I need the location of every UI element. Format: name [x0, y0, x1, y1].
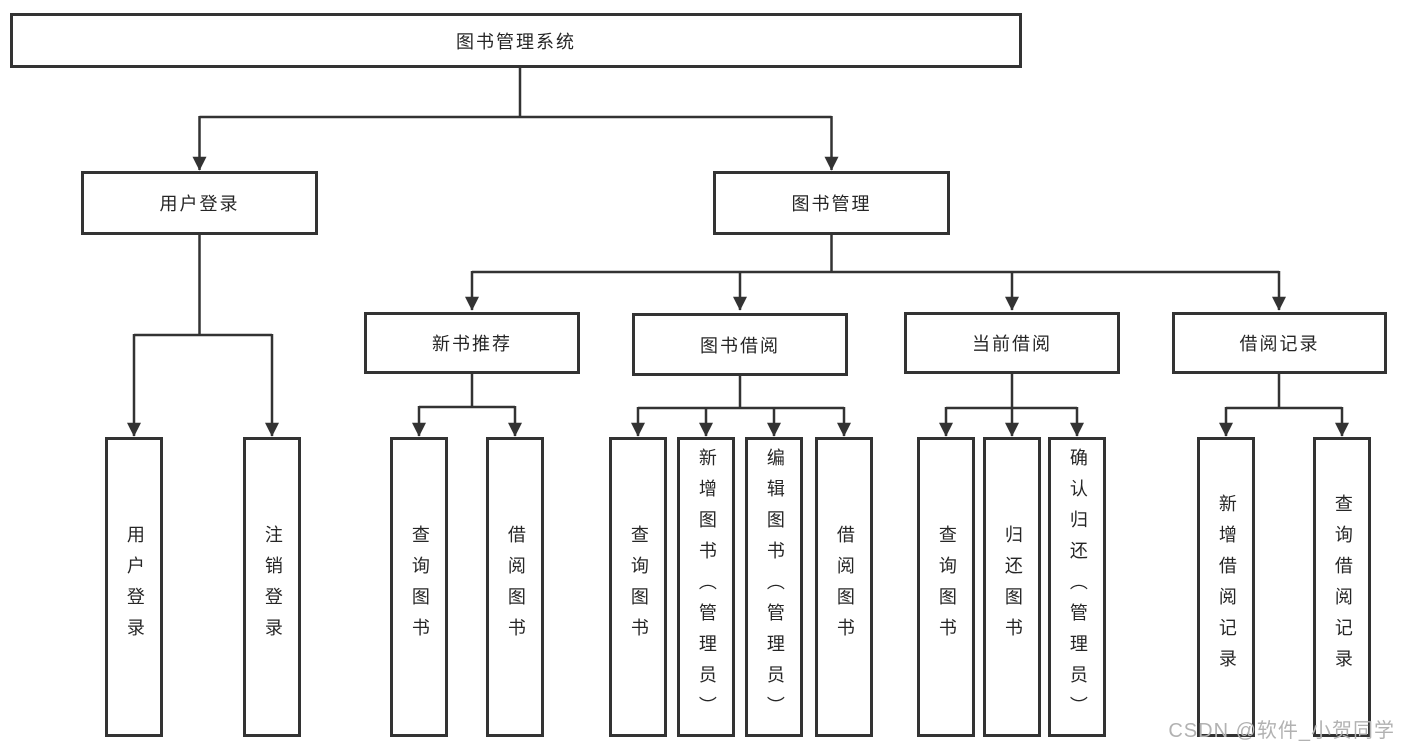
- leaf-borrow-books: 借阅图书: [815, 437, 873, 737]
- leaf-edit-book-admin-label: 编辑图书（管理员）: [764, 447, 785, 727]
- csdn-watermark: CSDN @软件_小贺同学: [1168, 720, 1395, 742]
- node-current-borrow-label: 当前借阅: [972, 334, 1052, 354]
- leaf-return-book: 归还图书: [983, 437, 1041, 737]
- node-root: 图书管理系统: [10, 13, 1022, 68]
- leaf-edit-book-admin: 编辑图书（管理员）: [745, 437, 803, 737]
- leaf-add-book-admin: 新增图书（管理员）: [677, 437, 735, 737]
- leaf-query-books-borrow-label: 查询图书: [628, 525, 649, 649]
- node-book-borrow: 图书借阅: [632, 313, 848, 376]
- node-borrow-records: 借阅记录: [1172, 312, 1387, 374]
- leaf-add-borrow-record: 新增借阅记录: [1197, 437, 1255, 737]
- leaf-logout-label: 注销登录: [262, 525, 283, 649]
- tree-edges: [127, 68, 1349, 437]
- node-user-login: 用户登录: [81, 171, 318, 235]
- leaf-user-login: 用户登录: [105, 437, 163, 737]
- leaf-borrow-books-recommend: 借阅图书: [486, 437, 544, 737]
- leaf-borrow-books-label: 借阅图书: [834, 525, 855, 649]
- leaf-return-book-label: 归还图书: [1002, 525, 1023, 649]
- leaf-query-borrow-record-label: 查询借阅记录: [1332, 494, 1353, 680]
- node-current-borrow: 当前借阅: [904, 312, 1120, 374]
- leaf-query-books-recommend: 查询图书: [390, 437, 448, 737]
- node-book-borrow-label: 图书借阅: [700, 335, 780, 356]
- leaf-query-books-borrow: 查询图书: [609, 437, 667, 737]
- leaf-query-books-current: 查询图书: [917, 437, 975, 737]
- leaf-add-book-admin-label: 新增图书（管理员）: [696, 447, 717, 727]
- leaf-confirm-return-admin-label: 确认归还（管理员）: [1067, 447, 1088, 727]
- leaf-add-borrow-record-label: 新增借阅记录: [1216, 494, 1237, 680]
- node-book-management: 图书管理: [713, 171, 950, 235]
- leaf-query-books-current-label: 查询图书: [936, 525, 957, 649]
- node-new-book-recommend-label: 新书推荐: [432, 334, 512, 354]
- node-new-book-recommend: 新书推荐: [364, 312, 580, 374]
- leaf-query-borrow-record: 查询借阅记录: [1313, 437, 1371, 737]
- leaf-borrow-books-recommend-label: 借阅图书: [505, 525, 526, 649]
- node-book-management-label: 图书管理: [791, 194, 872, 214]
- node-root-label: 图书管理系统: [456, 31, 576, 52]
- node-borrow-records-label: 借阅记录: [1239, 334, 1320, 354]
- leaf-confirm-return-admin: 确认归还（管理员）: [1048, 437, 1106, 737]
- node-user-login-label: 用户登录: [159, 194, 240, 214]
- leaf-query-books-recommend-label: 查询图书: [409, 525, 430, 649]
- leaf-logout: 注销登录: [243, 437, 301, 737]
- leaf-user-login-label: 用户登录: [124, 525, 145, 649]
